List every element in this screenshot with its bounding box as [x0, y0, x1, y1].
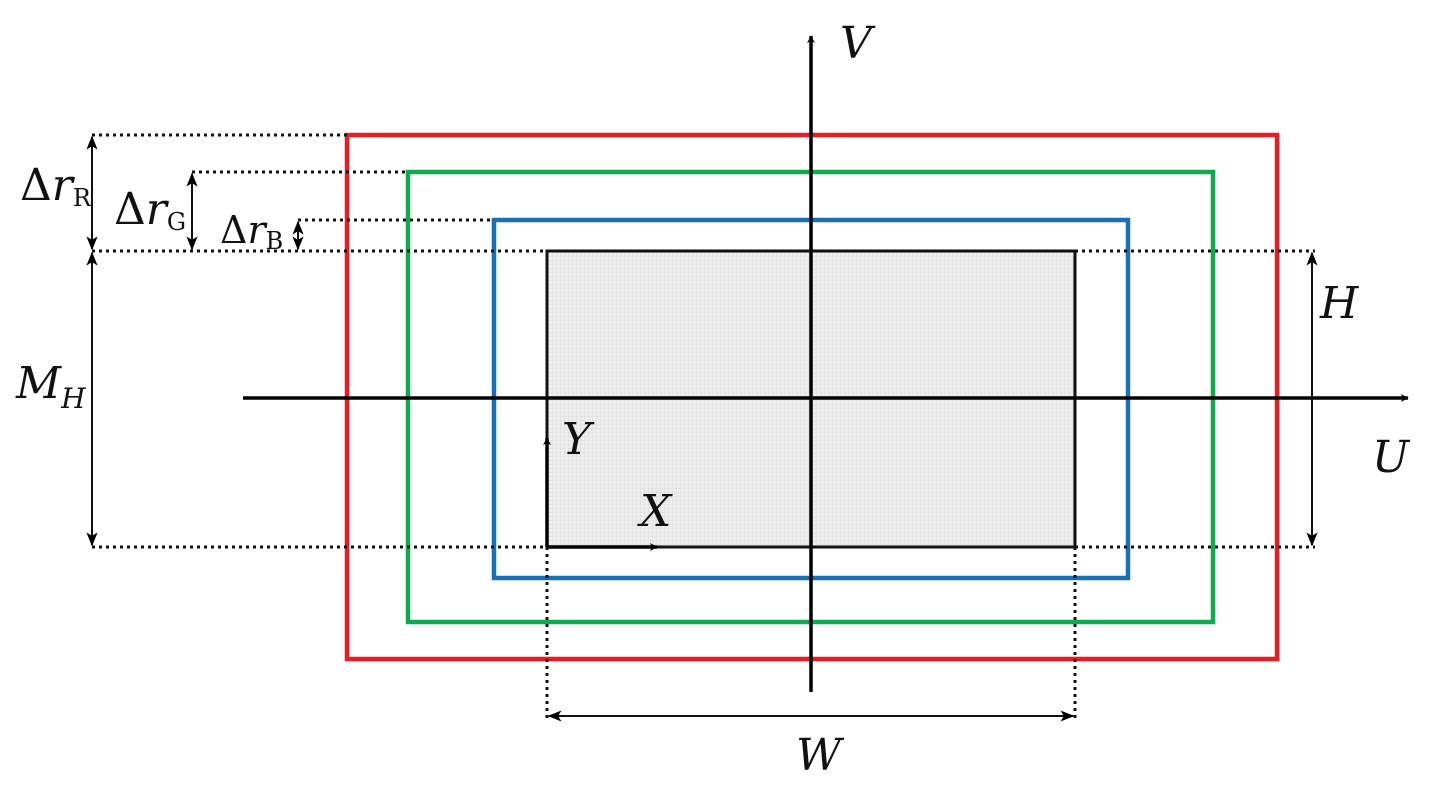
r-symbol-green: r: [146, 184, 170, 235]
margin-h-main: M: [15, 358, 62, 409]
delta-r-green-label: ΔrG: [114, 184, 186, 236]
height-label: H: [1319, 278, 1360, 329]
delta-r-red-label: ΔrR: [20, 160, 92, 212]
delta-symbol-red: Δ: [20, 160, 52, 211]
margin-h-subscript: H: [60, 382, 86, 415]
margin-h-label: MH: [15, 358, 86, 415]
subscript-g: G: [167, 208, 186, 236]
delta-r-blue-label: ΔrB: [220, 208, 283, 255]
u-axis-label: U: [1372, 432, 1411, 483]
subscript-r: R: [73, 184, 92, 212]
v-axis-label: V: [840, 18, 876, 69]
y-axis-label: Y: [562, 414, 595, 465]
x-axis-label: X: [637, 486, 673, 537]
delta-symbol-green: Δ: [114, 184, 146, 235]
r-symbol-red: r: [52, 160, 76, 211]
subscript-b: B: [266, 227, 284, 255]
r-symbol-blue: r: [247, 208, 268, 252]
delta-symbol-blue: Δ: [220, 208, 247, 252]
width-label: W: [796, 730, 845, 781]
